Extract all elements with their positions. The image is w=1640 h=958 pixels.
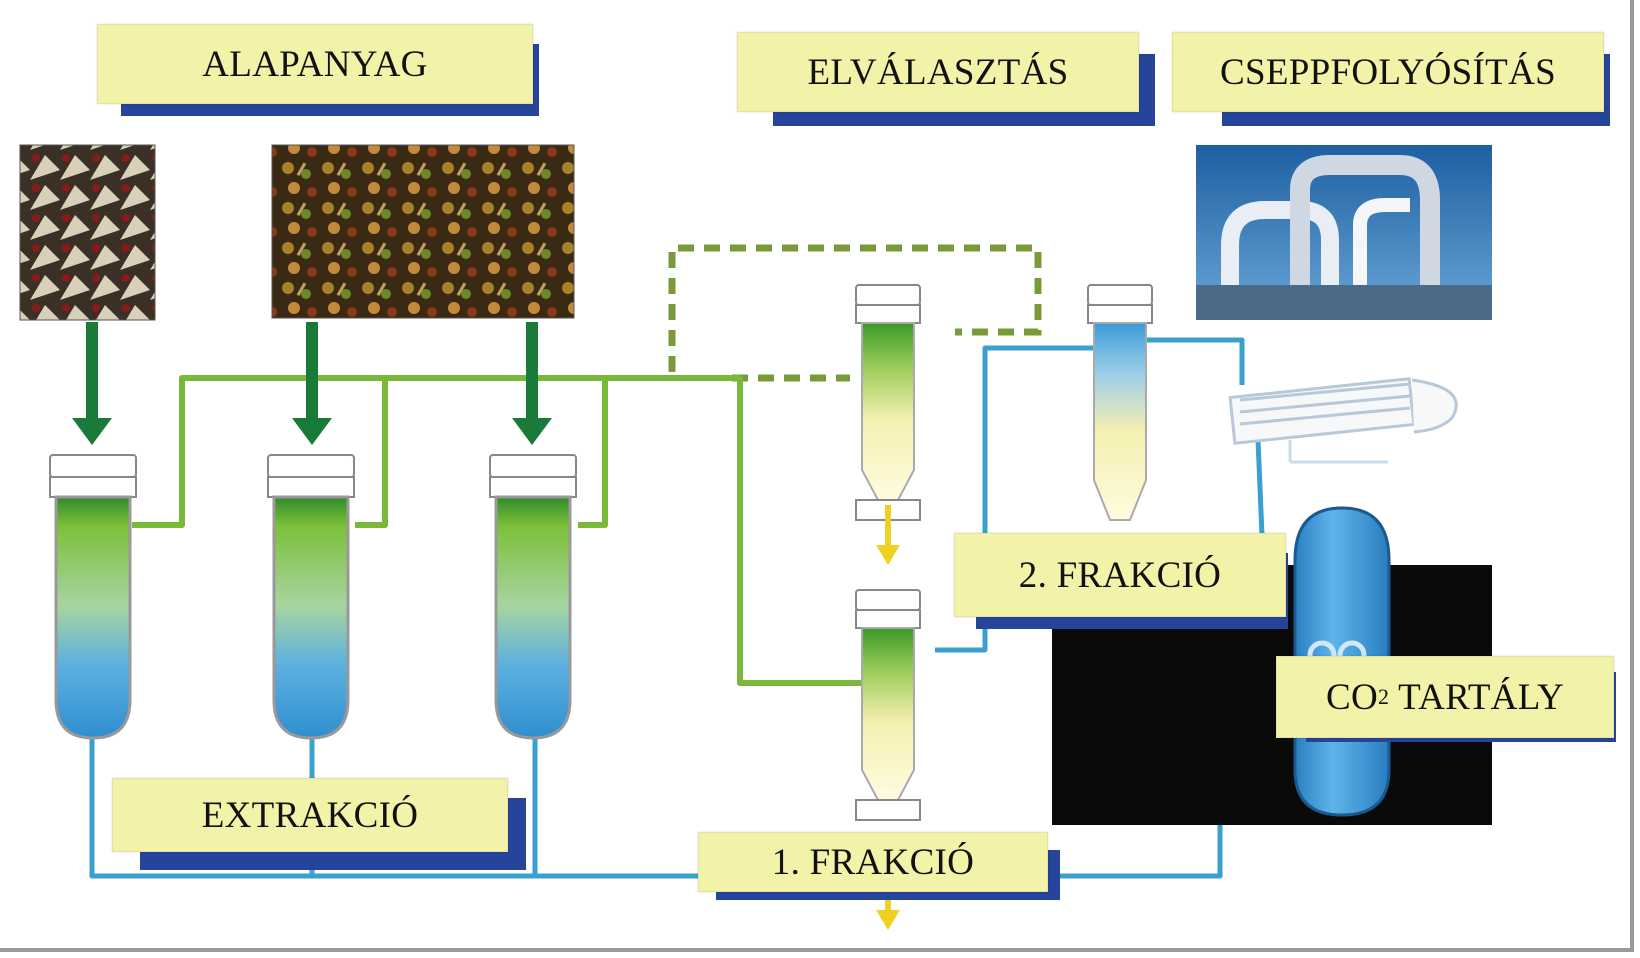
separator-1-top [855, 284, 921, 565]
label-frakcio-2: 2. FRAKCIÓ [954, 533, 1288, 629]
spices-photo [271, 144, 575, 319]
co2-suffix: TARTÁLY [1389, 676, 1565, 718]
co2-prefix: CO [1325, 676, 1378, 718]
raw-material-photo [19, 144, 156, 321]
label-alapanyag: ALAPANYAG [97, 24, 539, 116]
heat-exchanger-icon [1228, 377, 1458, 464]
industrial-pipes-photo [1196, 145, 1492, 320]
separator-2 [1087, 284, 1153, 521]
separator-1-bottom [855, 589, 921, 930]
extraction-vessel-1 [49, 454, 137, 740]
label-cseppfolyositas: CSEPPFOLYÓSÍTÁS [1172, 32, 1610, 126]
extraction-vessel-2 [267, 454, 355, 740]
co2-subscript: 2 [1377, 684, 1390, 709]
label-extrakcio: EXTRAKCIÓ [112, 778, 526, 870]
label-elvalasztas: ELVÁLASZTÁS [737, 32, 1155, 126]
label-frakcio-1: 1. FRAKCIÓ [698, 832, 1060, 900]
extraction-vessel-3 [489, 454, 577, 740]
